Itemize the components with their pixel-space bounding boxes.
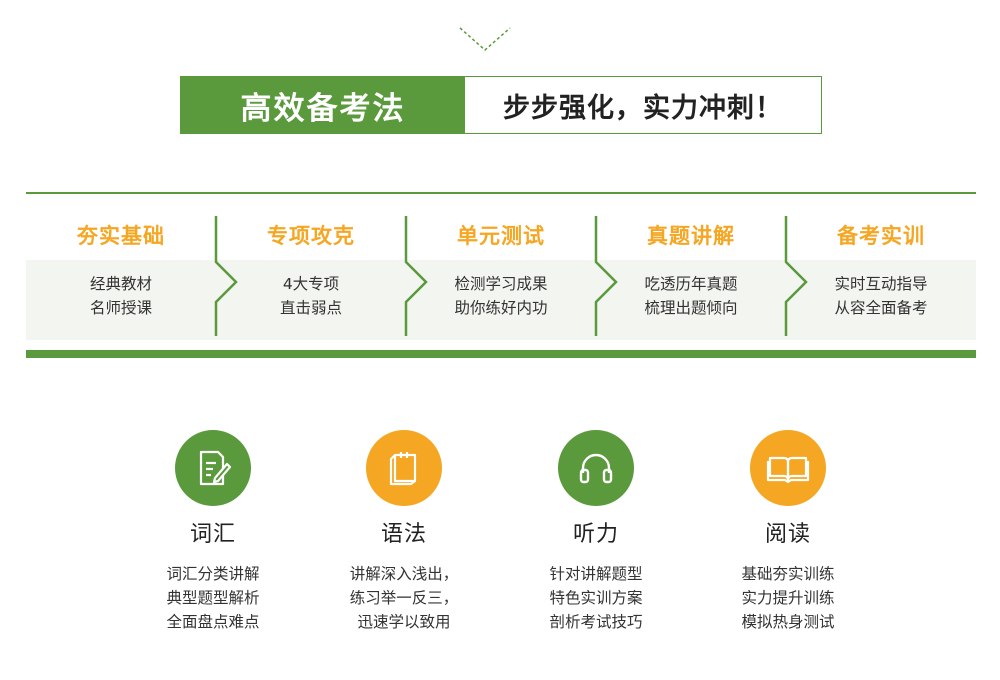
steps-bottom-bar <box>26 350 976 358</box>
skill-description: 词汇分类讲解 典型题型解析 全面盘点难点 <box>113 562 313 634</box>
step-item: 真题讲解 吃透历年真题 梳理出题倾向 <box>596 192 786 350</box>
skill-card-vocabulary: 词汇 词汇分类讲解 典型题型解析 全面盘点难点 <box>113 430 313 640</box>
skill-desc-line: 特色实训方案 <box>549 589 643 607</box>
skill-title: 语法 <box>380 522 427 547</box>
step-description: 4大专项 直击弱点 <box>216 272 406 320</box>
step-desc-line: 从容全面备考 <box>834 299 928 317</box>
step-item: 单元测试 检测学习成果 助你练好内功 <box>406 192 596 350</box>
steps-top-line <box>26 192 976 194</box>
step-title: 真题讲解 <box>647 224 735 248</box>
step-item: 夯实基础 经典教材 名师授课 <box>26 192 216 350</box>
skill-desc-line: 剖析考试技巧 <box>549 613 643 631</box>
step-desc-line: 经典教材 <box>89 275 152 293</box>
notebook-icon <box>389 452 417 486</box>
step-desc-line: 助你练好内功 <box>454 299 548 317</box>
banner-slogan: 步步强化，实力冲刺！ <box>503 92 783 124</box>
steps-gray-band <box>26 260 976 340</box>
step-divider-arrow-icon <box>214 216 238 336</box>
skill-desc-line: 针对讲解题型 <box>549 565 643 583</box>
step-title: 专项攻克 <box>267 224 355 248</box>
step-divider-arrow-icon <box>784 216 808 336</box>
step-title: 单元测试 <box>457 224 545 248</box>
step-desc-line: 吃透历年真题 <box>644 275 738 293</box>
step-description: 检测学习成果 助你练好内功 <box>406 272 596 320</box>
step-divider-arrow-icon <box>594 216 618 336</box>
skill-desc-line: 练习举一反三， <box>349 589 459 607</box>
skill-title: 词汇 <box>189 522 236 547</box>
skill-desc-line: 词汇分类讲解 <box>166 565 260 583</box>
step-divider-arrow-icon <box>404 216 428 336</box>
step-description: 实时互动指导 从容全面备考 <box>786 272 976 320</box>
chevron-down-icon <box>459 27 511 51</box>
headphones-icon <box>579 453 613 484</box>
edit-document-icon <box>199 450 232 486</box>
step-title: 备考实训 <box>837 224 925 248</box>
steps-section: 夯实基础 经典教材 名师授课 专项攻克 4大专项 直击弱点 单元测试 检测学习成… <box>26 192 976 362</box>
step-desc-line: 实时互动指导 <box>834 275 928 293</box>
skill-card-listening: 听力 针对讲解题型 特色实训方案 剖析考试技巧 <box>496 430 696 640</box>
skills-section: 词汇 词汇分类讲解 典型题型解析 全面盘点难点 语法 讲解深入浅出， 练习举一反… <box>0 430 1000 650</box>
skill-desc-line: 实力提升训练 <box>741 589 835 607</box>
step-description: 吃透历年真题 梳理出题倾向 <box>596 272 786 320</box>
skill-desc-line: 基础夯实训练 <box>741 565 835 583</box>
skill-card-reading: 阅读 基础夯实训练 实力提升训练 模拟热身测试 <box>688 430 888 640</box>
skill-desc-line: 典型题型解析 <box>166 589 260 607</box>
step-item: 专项攻克 4大专项 直击弱点 <box>216 192 406 350</box>
banner: 高效备考法 步步强化，实力冲刺！ <box>180 76 822 134</box>
step-title: 夯实基础 <box>77 224 165 248</box>
skill-title: 阅读 <box>764 522 811 547</box>
step-desc-line: 名师授课 <box>89 299 152 317</box>
step-desc-line: 4大专项 <box>282 275 340 293</box>
banner-title: 高效备考法 <box>181 77 465 133</box>
skill-desc-line: 全面盘点难点 <box>166 613 260 631</box>
skill-desc-line: 模拟热身测试 <box>741 613 835 631</box>
skill-desc-line: 迅速学以致用 <box>357 613 451 631</box>
skill-description: 讲解深入浅出， 练习举一反三， 迅速学以致用 <box>304 562 504 634</box>
skill-card-grammar: 语法 讲解深入浅出， 练习举一反三， 迅速学以致用 <box>304 430 504 640</box>
step-desc-line: 直击弱点 <box>279 299 342 317</box>
step-desc-line: 检测学习成果 <box>454 275 548 293</box>
skill-icon-circle <box>366 430 442 506</box>
skill-icon-circle <box>558 430 634 506</box>
open-book-icon <box>766 456 810 484</box>
step-desc-line: 梳理出题倾向 <box>644 299 738 317</box>
skill-icon-circle <box>750 430 826 506</box>
skill-desc-line: 讲解深入浅出， <box>349 565 459 583</box>
skill-description: 针对讲解题型 特色实训方案 剖析考试技巧 <box>496 562 696 634</box>
skill-icon-circle <box>175 430 251 506</box>
skill-title: 听力 <box>572 522 619 547</box>
step-item: 备考实训 实时互动指导 从容全面备考 <box>786 192 976 350</box>
skill-description: 基础夯实训练 实力提升训练 模拟热身测试 <box>688 562 888 634</box>
step-description: 经典教材 名师授课 <box>26 272 216 320</box>
